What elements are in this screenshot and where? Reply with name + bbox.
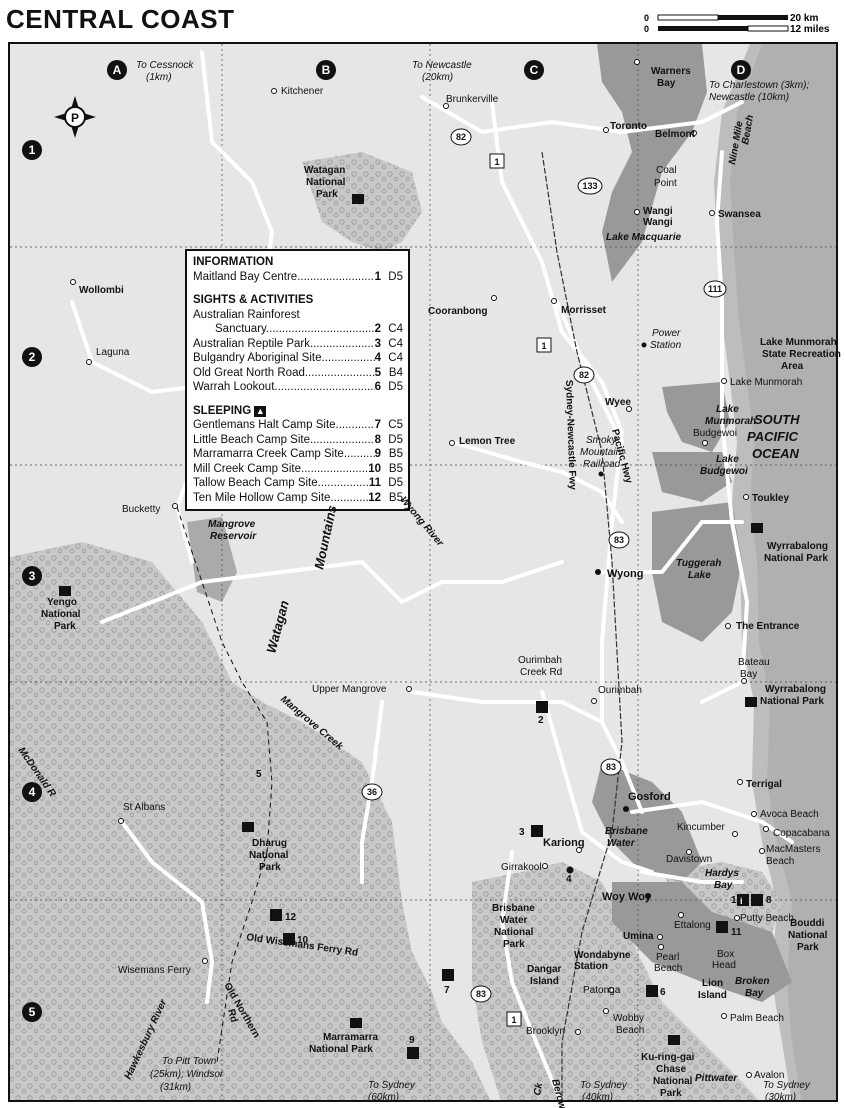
legend-info-name: Maitland Bay Centre.....................… bbox=[193, 270, 375, 283]
legend-sleep-7: Gentlemans Halt Camp Site...............… bbox=[193, 419, 375, 431]
park-dharug-yengo bbox=[10, 542, 491, 1100]
legend-sleep-9: Marramarra Creek Camp Site..............… bbox=[193, 448, 375, 460]
svg-text:P: P bbox=[71, 111, 79, 125]
legend-sight-6: Warrah Lookout..........................… bbox=[193, 381, 375, 393]
scale-miles-label: 12 miles bbox=[790, 24, 830, 35]
lake-munmorah bbox=[662, 382, 730, 452]
grid-row-3: 3 bbox=[22, 566, 42, 586]
lake-budgewoi bbox=[652, 452, 732, 502]
legend-sight-4: Bulgandry Aboriginal Site...............… bbox=[193, 352, 375, 364]
grid-row-1: 1 bbox=[22, 140, 42, 160]
legend-sleep-10: Mill Creek Camp Site....................… bbox=[193, 462, 369, 475]
legend-sleep-12: Ten Mile Hollow Camp Site...............… bbox=[193, 491, 368, 504]
camping-icon: ▲ bbox=[254, 405, 267, 417]
map-title: CENTRAL COAST bbox=[6, 4, 235, 34]
legend-sleeping-title: SLEEPING ▲ bbox=[193, 404, 267, 417]
grid-col-a: A bbox=[107, 60, 127, 80]
grid-row-5: 5 bbox=[22, 1002, 42, 1022]
legend-sight-1-line2: Sanctuary...............................… bbox=[215, 323, 375, 335]
legend-box: INFORMATION Maitland Bay Centre.........… bbox=[185, 249, 410, 511]
broken-bay bbox=[612, 882, 792, 1002]
grid-row-2: 2 bbox=[22, 347, 42, 367]
legend-information-title: INFORMATION bbox=[193, 256, 274, 268]
grid-col-b: B bbox=[316, 60, 336, 80]
scale-km-label: 20 km bbox=[790, 13, 818, 24]
park-brisbane-water bbox=[472, 862, 759, 1100]
scale-zero-km: 0 bbox=[644, 13, 649, 23]
grid-row-4: 4 bbox=[22, 782, 42, 802]
grid-col-d: D bbox=[731, 60, 751, 80]
legend-sleep-11: Tallow Beach Camp Site..................… bbox=[193, 477, 369, 489]
scale-zero-mi: 0 bbox=[644, 24, 649, 34]
railway bbox=[541, 151, 623, 1100]
legend-sleep-8: Little Beach Camp Site..................… bbox=[193, 433, 375, 446]
roads bbox=[70, 50, 794, 1100]
grid-col-c: C bbox=[524, 60, 544, 80]
legend-sight-1-line1: Australian Rainforest bbox=[193, 308, 300, 321]
brisbane-water bbox=[592, 762, 702, 882]
legend-sight-5: Old Great North Road....................… bbox=[193, 366, 375, 379]
tuggerah-lake bbox=[652, 502, 742, 642]
map-area: A B C D 1 2 3 4 5 P INFORMATION Maitland… bbox=[8, 42, 838, 1102]
legend-sights-title: SIGHTS & ACTIVITIES bbox=[193, 294, 314, 306]
map-svg bbox=[10, 44, 836, 1100]
lake-macquarie bbox=[597, 44, 707, 282]
compass-icon: P bbox=[54, 96, 96, 138]
legend-sight-3: Australian Reptile Park.................… bbox=[193, 337, 375, 350]
old-great-north-road bbox=[176, 506, 273, 1063]
scale-bar: 0 20 km 0 12 miles bbox=[644, 13, 830, 35]
